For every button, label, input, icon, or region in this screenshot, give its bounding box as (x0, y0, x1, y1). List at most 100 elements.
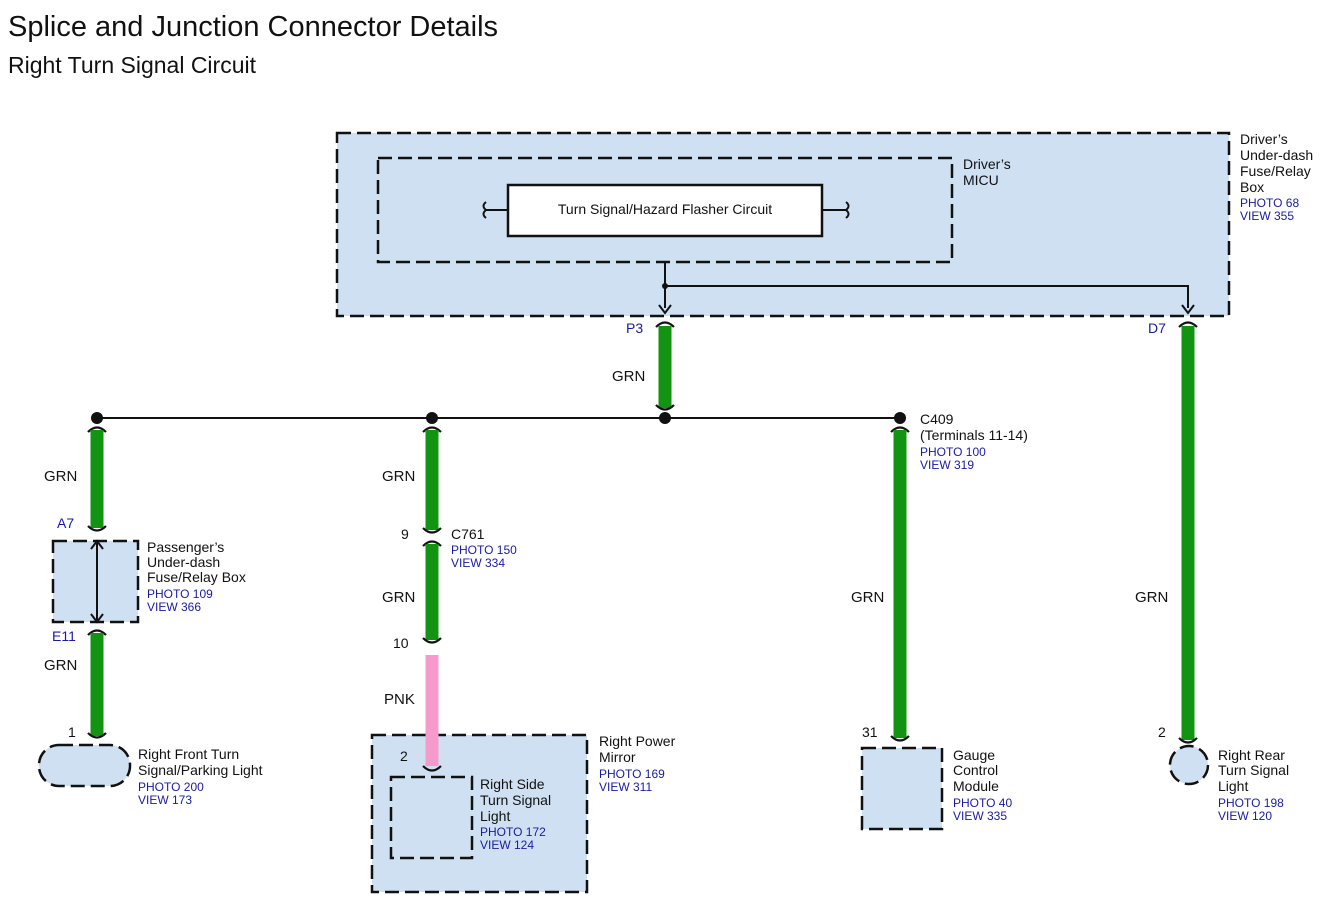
pin-c761-10: 10 (393, 635, 409, 651)
svg-text:Light: Light (1218, 778, 1248, 794)
front-lower-wire-color: GRN (44, 657, 77, 674)
page-title: Splice and Junction Connector Details (8, 11, 498, 43)
svg-text:VIEW 366: VIEW 366 (147, 600, 201, 614)
e11-connector-cap (87, 629, 107, 636)
right-rear-light (1168, 744, 1210, 786)
right-front-light-label: Right Front Turn Signal/Parking Light PH… (138, 746, 263, 807)
svg-text:Signal/Parking Light: Signal/Parking Light (138, 762, 263, 778)
jumper-up-arrow-icon (90, 539, 104, 550)
right-side-light (389, 775, 474, 860)
c761-label: C761 PHOTO 150 VIEW 334 (451, 526, 517, 570)
svg-text:PHOTO 40: PHOTO 40 (953, 796, 1012, 810)
svg-text:Driver’s: Driver’s (1240, 131, 1288, 147)
svg-text:VIEW 173: VIEW 173 (138, 793, 192, 807)
pin-d7: D7 (1148, 320, 1166, 336)
svg-text:PHOTO 172: PHOTO 172 (480, 825, 546, 839)
svg-text:(Terminals 11-14): (Terminals 11-14) (920, 427, 1028, 443)
side-light-cap (422, 765, 442, 772)
front-upper-wire-color: GRN (44, 468, 77, 485)
svg-text:Turn Signal: Turn Signal (480, 792, 551, 808)
gauge-control-module-label: Gauge Control Module PHOTO 40 VIEW 335 (953, 747, 1012, 823)
splice-dot-front (91, 412, 103, 424)
gauge-cap (890, 735, 910, 742)
svg-text:Right Power: Right Power (599, 733, 676, 749)
svg-text:Fuse/Relay: Fuse/Relay (1240, 163, 1311, 179)
svg-text:VIEW 335: VIEW 335 (953, 809, 1007, 823)
micu-label: Driver’s MICU (963, 156, 1011, 188)
c409-label: C409 (Terminals 11-14) PHOTO 100 VIEW 31… (920, 411, 1028, 472)
passenger-fuse-box (51, 539, 140, 624)
svg-text:Control: Control (953, 762, 998, 778)
mirror-pink-wire-color: PNK (384, 691, 415, 708)
p3-connector-cap (655, 321, 675, 328)
svg-text:PHOTO 200: PHOTO 200 (138, 780, 204, 794)
c761-lower-cap (422, 540, 442, 547)
svg-text:C409: C409 (920, 411, 954, 427)
pin-e11: E11 (52, 628, 76, 644)
flasher-circuit-box (506, 183, 824, 238)
svg-text:VIEW 334: VIEW 334 (451, 556, 505, 570)
a7-connector-cap (87, 525, 107, 532)
svg-text:Under-dash: Under-dash (147, 554, 220, 570)
right-rear-light-label: Right Rear Turn Signal Light PHOTO 198 V… (1218, 747, 1289, 823)
svg-text:Fuse/Relay Box: Fuse/Relay Box (147, 569, 246, 585)
pin-c761-9: 9 (401, 526, 409, 542)
passenger-fuse-box-label: Passenger’s Under-dash Fuse/Relay Box PH… (147, 539, 246, 614)
front-lower-cap (87, 732, 107, 739)
rear-feed-line (665, 285, 1189, 308)
svg-text:Right Rear: Right Rear (1218, 747, 1285, 763)
d7-arrow-icon (1181, 304, 1195, 315)
svg-text:Light: Light (480, 808, 510, 824)
right-front-light (37, 743, 132, 788)
page-subtitle: Right Turn Signal Circuit (8, 52, 257, 78)
c409-cap (890, 426, 910, 433)
jumper-down-arrow-icon (90, 613, 104, 624)
fuse-box-view-ref: VIEW 355 (1240, 209, 1294, 223)
splice-dot-main (659, 412, 671, 424)
svg-text:Mirror: Mirror (599, 749, 636, 765)
mirror-mid-wire-color: GRN (382, 589, 415, 606)
svg-text:Box: Box (1240, 179, 1264, 195)
pin-front-1: 1 (68, 724, 76, 740)
svg-text:VIEW 319: VIEW 319 (920, 458, 974, 472)
mirror-upper-cap (422, 426, 442, 433)
splice-dot-mirror (426, 412, 438, 424)
svg-text:Right Side: Right Side (480, 776, 545, 792)
pin-a7: A7 (57, 515, 74, 531)
pin-side-2: 2 (400, 748, 408, 764)
p3-arrow-icon (658, 304, 672, 315)
rear-light-cap (1178, 737, 1198, 744)
svg-text:VIEW 120: VIEW 120 (1218, 809, 1272, 823)
svg-text:Right Front Turn: Right Front Turn (138, 746, 239, 762)
mirror-upper-wire-color: GRN (382, 468, 415, 485)
d7-connector-cap (1178, 321, 1198, 328)
svg-text:PHOTO 169: PHOTO 169 (599, 767, 665, 781)
svg-text:Gauge: Gauge (953, 747, 995, 763)
svg-text:PHOTO 150: PHOTO 150 (451, 543, 517, 557)
svg-text:PHOTO 100: PHOTO 100 (920, 445, 986, 459)
flasher-right-break-icon (844, 201, 850, 219)
pin-gauge-31: 31 (862, 724, 878, 740)
main-wire-color: GRN (612, 368, 645, 385)
svg-text:MICU: MICU (963, 172, 999, 188)
svg-text:Passenger’s: Passenger’s (147, 539, 224, 555)
fuse-relay-box-label: Driver’s Under-dash Fuse/Relay Box PHOTO… (1240, 131, 1313, 223)
right-power-mirror-label: Right Power Mirror PHOTO 169 VIEW 311 (599, 733, 676, 794)
svg-text:PHOTO 198: PHOTO 198 (1218, 796, 1284, 810)
flasher-left-break-icon (482, 201, 488, 219)
c761-pin9-cap (422, 527, 442, 534)
svg-text:VIEW 311: VIEW 311 (599, 780, 652, 794)
gauge-wire-color: GRN (851, 589, 884, 606)
svg-text:Module: Module (953, 778, 999, 794)
right-side-light-label: Right Side Turn Signal Light PHOTO 172 V… (480, 776, 551, 852)
p3-lower-cap (655, 404, 675, 411)
svg-text:Driver’s: Driver’s (963, 156, 1011, 172)
pin-rear-2: 2 (1158, 724, 1166, 740)
flasher-circuit-label: Turn Signal/Hazard Flasher Circuit (558, 201, 772, 217)
rear-wire-color: GRN (1135, 589, 1168, 606)
gauge-control-module (860, 746, 944, 831)
svg-text:PHOTO 109: PHOTO 109 (147, 587, 213, 601)
c761-pin10-cap (422, 637, 442, 644)
svg-text:C761: C761 (451, 526, 485, 542)
